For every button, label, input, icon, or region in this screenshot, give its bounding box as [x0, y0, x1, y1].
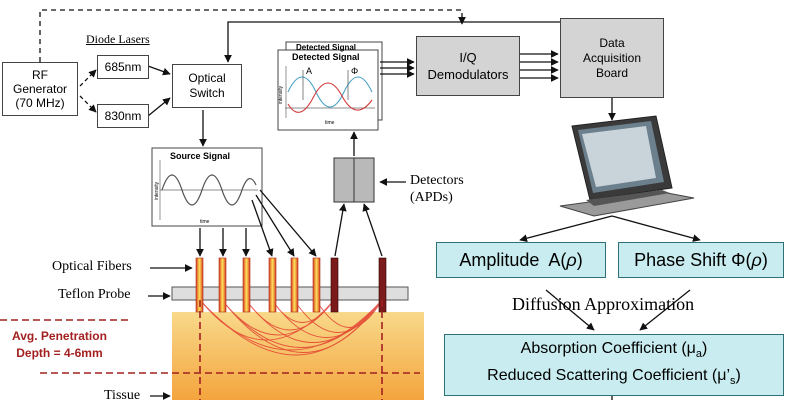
- absorption-end: ): [702, 339, 708, 357]
- phase-shift-box: Phase Shift Φ(ρ): [618, 242, 784, 278]
- source-signal-xaxis: time: [200, 219, 210, 225]
- iq-line1: I/Q: [459, 50, 477, 65]
- laser-830-box: 830nm: [97, 104, 149, 128]
- detectors-label: Detectors (APDs): [410, 172, 464, 206]
- iq-demodulators-box: I/Q Demodulators: [416, 36, 520, 96]
- phase-text: Phase Shift Φ(: [634, 249, 752, 270]
- source-signal-plot: [151, 147, 263, 227]
- photon-paths: [199, 299, 383, 356]
- penetration-markers: [0, 300, 420, 400]
- data-acquisition-box: Data Acquisition Board: [560, 18, 664, 98]
- rf-generator-box: RF Generator (70 MHz): [2, 62, 78, 116]
- apd-detectors: [333, 157, 375, 203]
- laser-685-box: 685nm: [97, 55, 149, 79]
- diode-lasers-title: Diode Lasers: [86, 32, 150, 46]
- detectors-line1: Detectors: [410, 173, 464, 188]
- scattering-text: Reduced Scattering Coefficient (μ’: [487, 367, 730, 384]
- detected-signal-yaxis: intensity: [278, 85, 285, 105]
- optical-switch-box: Optical Switch: [172, 64, 242, 108]
- connectors: [39, 9, 701, 400]
- rf-generator-line1: RF: [32, 68, 48, 82]
- iq-line2: Demodulators: [427, 67, 509, 82]
- source-fibers: [195, 257, 321, 313]
- coefficients-box: Absorption Coefficient (μa) Reduced Scat…: [444, 334, 784, 396]
- scattering-coefficient: Reduced Scattering Coefficient (μ’s): [487, 365, 741, 392]
- amplitude-close: ): [576, 249, 583, 270]
- penetration-line1: Avg. Penetration: [12, 329, 107, 343]
- detectors-line2: (APDs): [410, 190, 453, 205]
- optical-switch-line2: Switch: [189, 86, 225, 100]
- amplitude-box: Amplitude A(ρ): [436, 242, 606, 278]
- penetration-line2: Depth = 4-6mm: [16, 346, 103, 360]
- amplitude-text: Amplitude A(: [459, 249, 567, 270]
- daq-line2: Acquisition: [582, 50, 642, 65]
- source-signal-yaxis: intensity: [154, 181, 161, 201]
- detected-phase-label: Φ: [351, 66, 359, 76]
- source-signal-title: Source Signal: [170, 151, 231, 161]
- detected-signal-xaxis: time: [325, 120, 335, 126]
- penetration-depth-label: Avg. Penetration Depth = 4-6mm: [12, 328, 107, 362]
- optical-fibers-label: Optical Fibers: [52, 259, 132, 274]
- detected-signal-title: Detected Signal: [292, 52, 360, 62]
- scattering-sub: s: [730, 375, 736, 388]
- teflon-probe: [171, 286, 409, 301]
- daq-line1: Data: [599, 35, 625, 50]
- absorption-coefficient: Absorption Coefficient (μa): [521, 338, 708, 365]
- detected-signal-back-title: Detected Signal: [296, 43, 357, 52]
- tissue-block: [172, 312, 424, 400]
- rf-generator-line3: (70 MHz): [15, 96, 65, 110]
- amplitude-var: ρ: [566, 249, 577, 270]
- scattering-end: ): [735, 367, 741, 384]
- laptop-icon: [559, 115, 695, 217]
- phase-close: ): [761, 249, 768, 270]
- diffusion-approximation-label: Diffusion Approximation: [512, 294, 695, 314]
- absorption-text: Absorption Coefficient (μ: [520, 339, 696, 357]
- detected-amp-label: A: [306, 66, 313, 76]
- tissue-label: Tissue: [104, 388, 141, 403]
- daq-line3: Board: [595, 65, 629, 80]
- rf-generator-line2: Generator: [12, 82, 68, 96]
- phase-var: ρ: [751, 249, 762, 270]
- optical-switch-line1: Optical: [188, 71, 226, 85]
- absorption-sub: a: [695, 348, 703, 360]
- teflon-probe-label: Teflon Probe: [58, 287, 131, 302]
